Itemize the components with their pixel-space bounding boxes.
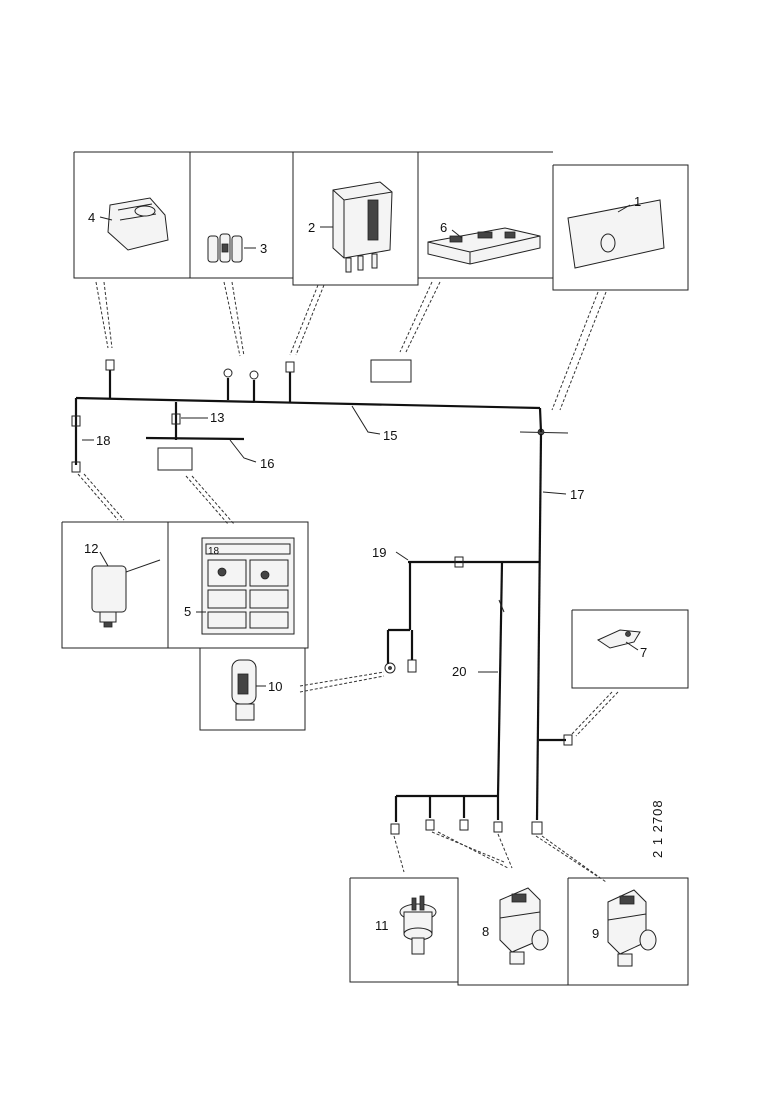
bottom-component-panel bbox=[349, 877, 689, 986]
label-wire-13: 13 bbox=[210, 410, 224, 425]
component-1-control-plate: 1 bbox=[567, 194, 665, 269]
label-10: 10 bbox=[268, 679, 282, 694]
label-3: 3 bbox=[260, 241, 267, 256]
label-12: 12 bbox=[84, 541, 98, 556]
label-wire-15: 15 bbox=[383, 428, 397, 443]
harness-17: 17 bbox=[531, 433, 584, 835]
top-leader-arrows bbox=[95, 281, 607, 411]
label-6: 6 bbox=[440, 220, 447, 235]
label-8: 8 bbox=[482, 924, 489, 939]
branch-18: 18 bbox=[71, 398, 235, 525]
component-9-pump: 9 bbox=[592, 889, 657, 967]
label-11: 11 bbox=[375, 918, 389, 933]
component-8-pump: 8 bbox=[482, 887, 549, 965]
branch-13-16: 13 16 bbox=[145, 402, 274, 471]
main-harness: 15 bbox=[75, 359, 569, 443]
label-7: 7 bbox=[640, 645, 647, 660]
label-1: 1 bbox=[634, 194, 641, 209]
label-5: 5 bbox=[184, 604, 191, 619]
bottom-leader-arrows bbox=[393, 831, 607, 883]
label-inset-18: 18 bbox=[208, 546, 220, 557]
component-7-panel: 7 bbox=[571, 609, 689, 737]
component-12-motor: 12 bbox=[84, 541, 161, 628]
label-4: 4 bbox=[88, 210, 95, 225]
harness-19-20: 19 20 bbox=[372, 545, 540, 835]
component-10-sensor: 10 bbox=[231, 659, 385, 721]
label-9: 9 bbox=[592, 926, 599, 941]
drawing-code: 2 1 2708 bbox=[650, 799, 665, 858]
component-5-panel: 18 5 bbox=[184, 537, 295, 635]
label-wire-20: 20 bbox=[452, 664, 466, 679]
component-2-relay: 2 bbox=[308, 181, 393, 273]
label-wire-18: 18 bbox=[96, 433, 110, 448]
label-2: 2 bbox=[308, 220, 315, 235]
component-4-switch: 4 bbox=[88, 197, 169, 251]
component-11-valve: 11 bbox=[375, 895, 437, 955]
component-6-fuse-board: 6 bbox=[427, 220, 541, 265]
component-3-connector: 3 bbox=[207, 233, 267, 263]
label-wire-16: 16 bbox=[260, 456, 274, 471]
label-wire-17: 17 bbox=[570, 487, 584, 502]
top-component-panel bbox=[73, 151, 689, 291]
label-wire-19: 19 bbox=[372, 545, 386, 560]
left-middle-panel bbox=[61, 521, 309, 731]
